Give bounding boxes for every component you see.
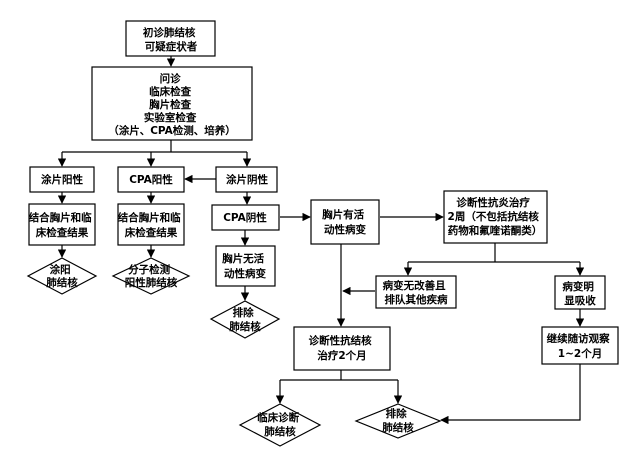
node-initial-line1: 初诊肺结核	[143, 26, 196, 39]
svg-text:胸片无活 动性病变: 胸片无活 动性病变	[222, 252, 268, 280]
node-followup: 继续随访观察 1~2个月	[541, 326, 619, 365]
svg-text:问诊 临床检查 胸片检查: 问诊 临床检查 胸片检查 实验室检查 （涂片、CPA检测、培养）	[108, 72, 236, 137]
node-diagnostic-treatment-line2: 治疗2个月	[317, 349, 366, 362]
node-followup-line1: 继续随访观察	[547, 332, 610, 345]
node-anti-inflammatory-line3: 药物和氟喹诺酮类）	[448, 224, 543, 237]
connector-diag-tx-split	[280, 370, 398, 381]
node-cpa-positive: CPA阳性	[117, 166, 185, 193]
node-anti-inflammatory: 诊断性抗炎治疗 2周（不包括抗结核 药物和氟喹诺酮类）	[443, 190, 548, 244]
svg-text:涂片阳性: 涂片阳性	[41, 173, 83, 186]
node-combine-1-line2: 床检查结果	[36, 226, 89, 239]
svg-text:病变明 显吸收: 病变明 显吸收	[562, 280, 597, 307]
node-no-active-lesion-line1: 胸片无活	[222, 252, 264, 265]
node-exclude-2-line2: 肺结核	[382, 421, 414, 434]
node-exclude-1-line2: 肺结核	[229, 320, 261, 333]
node-smear-tb-line1: 涂阳	[50, 263, 71, 276]
node-molecular-tb-line1: 分子检测	[128, 263, 170, 276]
node-initial: 初诊肺结核 可疑症状者	[125, 20, 216, 57]
svg-text:结合胸片和临 床检查结果: 结合胸片和临 床检查结果	[29, 211, 96, 239]
node-no-active-lesion: 胸片无活 动性病变	[215, 245, 276, 287]
node-exam-line3: 胸片检查	[149, 98, 191, 111]
node-active-lesion-line1: 胸片有活	[322, 208, 364, 221]
node-clinical-tb-line1: 临床诊断	[257, 411, 299, 424]
node-cpa-negative: CPA阴性	[211, 204, 280, 231]
node-smear-positive-label: 涂片阳性	[41, 173, 83, 186]
node-exclude-1-line1: 排除	[233, 306, 254, 319]
node-clinical-tb: 临床诊断 肺结核	[238, 403, 322, 447]
svg-text:CPA阳性: CPA阳性	[129, 173, 173, 186]
svg-text:排除 肺结核: 排除 肺结核	[229, 306, 261, 333]
node-absorbed-line2: 显吸收	[564, 294, 596, 307]
node-active-lesion: 胸片有活 动性病变	[310, 199, 380, 245]
node-absorbed-line1: 病变明	[562, 280, 594, 293]
svg-text:分子检测 阳性肺结核: 分子检测 阳性肺结核	[125, 263, 178, 289]
node-exam: 问诊 临床检查 胸片检查 实验室检查 （涂片、CPA检测、培养）	[91, 66, 253, 141]
connectors	[57, 56, 585, 425]
node-no-active-lesion-line2: 动性病变	[224, 267, 266, 280]
node-exclude-1: 排除 肺结核	[209, 300, 281, 339]
svg-text:涂片阴性: 涂片阴性	[226, 173, 268, 186]
svg-text:CPA阴性: CPA阴性	[223, 211, 267, 224]
node-absorbed: 病变明 显吸收	[554, 275, 606, 310]
svg-text:诊断性抗结核 治疗2个月: 诊断性抗结核 治疗2个月	[309, 334, 376, 362]
svg-text:排除 肺结核: 排除 肺结核	[382, 407, 414, 434]
node-smear-negative-label: 涂片阴性	[226, 173, 268, 186]
node-smear-positive: 涂片阳性	[29, 166, 95, 193]
svg-text:诊断性抗炎治疗 2周（不包括抗结核: 诊断性抗炎治疗 2周（不包括抗结核 药物和氟喹诺酮类）	[448, 196, 543, 237]
node-smear-negative: 涂片阴性	[215, 166, 278, 193]
node-exclude-2: 排除 肺结核	[354, 403, 442, 439]
node-diagnostic-treatment: 诊断性抗结核 治疗2个月	[293, 326, 391, 371]
node-diagnostic-treatment-line1: 诊断性抗结核	[309, 334, 372, 347]
svg-text:临床诊断 肺结核: 临床诊断 肺结核	[257, 411, 303, 438]
node-no-improvement: 病变无改善且 排队其他疾病	[375, 275, 457, 309]
node-exam-line1: 问诊	[160, 72, 181, 85]
node-exclude-2-line1: 排除	[386, 407, 407, 420]
node-cpa-negative-label: CPA阴性	[223, 211, 267, 224]
node-combine-2-line1: 结合胸片和临	[118, 211, 181, 224]
svg-text:结合胸片和临 床检查结果: 结合胸片和临 床检查结果	[118, 211, 185, 239]
node-combine-2-line2: 床检查结果	[125, 226, 178, 239]
node-clinical-tb-line2: 肺结核	[264, 425, 296, 438]
node-followup-line2: 1~2个月	[558, 347, 602, 360]
node-combine-1-line1: 结合胸片和临	[29, 211, 92, 224]
node-smear-tb-line2: 肺结核	[46, 276, 78, 289]
node-exam-line4: 实验室检查	[144, 111, 197, 124]
node-combine-2: 结合胸片和临 床检查结果	[117, 203, 185, 246]
node-combine-1: 结合胸片和临 床检查结果	[28, 203, 96, 246]
connector-exam-split	[62, 140, 247, 153]
node-exam-line2: 临床检查	[149, 85, 191, 98]
svg-text:继续随访观察 1~2个月: 继续随访观察 1~2个月	[547, 332, 614, 360]
svg-text:胸片有活 动性病变: 胸片有活 动性病变	[322, 208, 368, 236]
svg-text:病变无改善且 排队其他疾病: 病变无改善且 排队其他疾病	[383, 279, 450, 306]
node-exam-line5: （涂片、CPA检测、培养）	[108, 124, 236, 137]
node-active-lesion-line2: 动性病变	[324, 223, 366, 236]
node-smear-tb: 涂阳 肺结核	[26, 257, 98, 295]
node-no-improvement-line1: 病变无改善且	[383, 279, 446, 292]
connector-anti-inflam-split	[408, 243, 580, 263]
svg-text:涂阳 肺结核: 涂阳 肺结核	[46, 263, 78, 289]
node-initial-line2: 可疑症状者	[145, 40, 198, 53]
node-cpa-positive-label: CPA阳性	[129, 173, 173, 186]
node-anti-inflammatory-line2: 2周（不包括抗结核	[448, 210, 540, 223]
node-molecular-tb-line2: 阳性肺结核	[125, 276, 178, 289]
arrow-followup-to-exclude2	[440, 364, 581, 425]
node-no-improvement-line2: 排队其他疾病	[385, 293, 448, 306]
svg-text:初诊肺结核 可疑症状者: 初诊肺结核 可疑症状者	[143, 26, 199, 53]
node-anti-inflammatory-line1: 诊断性抗炎治疗	[456, 196, 530, 209]
node-molecular-tb: 分子检测 阳性肺结核	[111, 257, 191, 295]
